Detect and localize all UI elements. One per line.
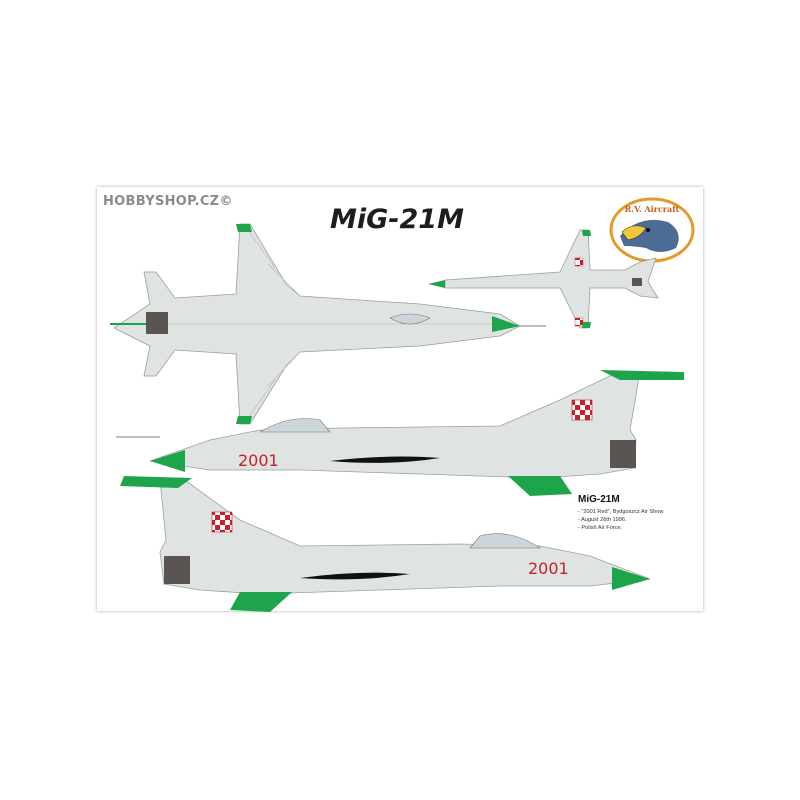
page-title: MiG-21M xyxy=(330,204,464,235)
logo-text: R.V. Aircraft xyxy=(625,204,680,214)
aircraft-number-right: 2001 xyxy=(528,559,569,578)
caption-title: MiG-21M xyxy=(578,494,620,505)
top-view xyxy=(110,223,546,425)
rv-aircraft-logo: R.V. Aircraft xyxy=(609,197,695,263)
left-side-view: 2001 xyxy=(116,370,684,496)
right-side-view: 2001 xyxy=(120,476,651,612)
bottom-view xyxy=(428,229,659,329)
caption-block: MiG-21M - "2001 Red", Bydgoszcz Air Show… xyxy=(578,494,698,532)
caption-line: - August 26th 1996. xyxy=(578,517,627,523)
watermark: HOBBYSHOP.CZ© xyxy=(103,194,233,209)
aircraft-number-left: 2001 xyxy=(238,451,279,470)
caption-line: - "2001 Red", Bydgoszcz Air Show xyxy=(578,509,664,515)
caption-line: - Polish Air Force. xyxy=(578,525,623,531)
